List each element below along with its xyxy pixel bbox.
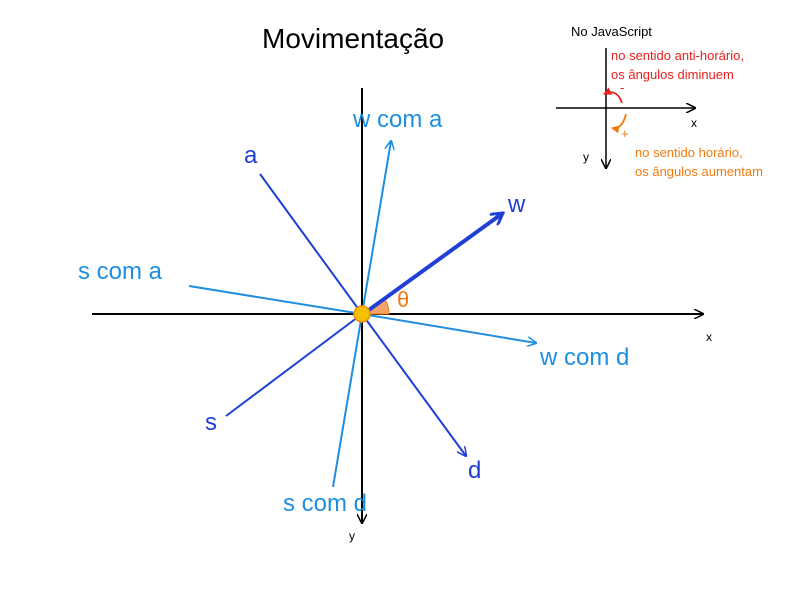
direction-d-arrow (361, 313, 466, 456)
inset-clockwise-line2: os ângulos aumentam (635, 164, 763, 179)
inset-y-label: y (583, 150, 589, 164)
label-s-com-d: s com d (283, 490, 367, 517)
counterclockwise-arrow (603, 87, 623, 104)
inset-title: No JavaScript (571, 24, 652, 39)
direction-s-com-a-line (188, 285, 363, 315)
inset-counterclockwise-line2: os ângulos diminuem (611, 67, 734, 82)
main-y-axis-label: y (349, 529, 355, 543)
direction-w-arrow (364, 213, 503, 314)
label-s: s (205, 409, 217, 436)
inset-minus-sign: - (620, 80, 624, 95)
inset-counterclockwise-line1: no sentido anti-horário, (611, 48, 744, 63)
direction-w-com-a-arrow (361, 141, 391, 315)
direction-s-line (225, 313, 363, 417)
label-w: w (507, 191, 526, 218)
label-d: d (468, 457, 481, 484)
origin-dot (353, 305, 371, 323)
label-w-com-a: w com a (352, 106, 443, 133)
direction-a-line (259, 173, 363, 315)
inset-x-label: x (691, 116, 697, 130)
angle-theta-label: θ (397, 287, 409, 312)
diagram-title: Movimentação (262, 23, 444, 54)
direction-s-com-d-line (332, 313, 363, 488)
label-a: a (244, 142, 258, 169)
javascript-inset: No JavaScript x y - + no sentido anti-ho… (556, 24, 763, 179)
label-s-com-a: s com a (78, 258, 163, 285)
label-w-com-d: w com d (539, 344, 629, 371)
inset-clockwise-line1: no sentido horário, (635, 145, 743, 160)
clockwise-arrow (611, 113, 627, 134)
direction-w-com-d-arrow (361, 313, 536, 343)
main-x-axis-label: x (706, 330, 712, 344)
inset-plus-sign: + (621, 126, 629, 141)
